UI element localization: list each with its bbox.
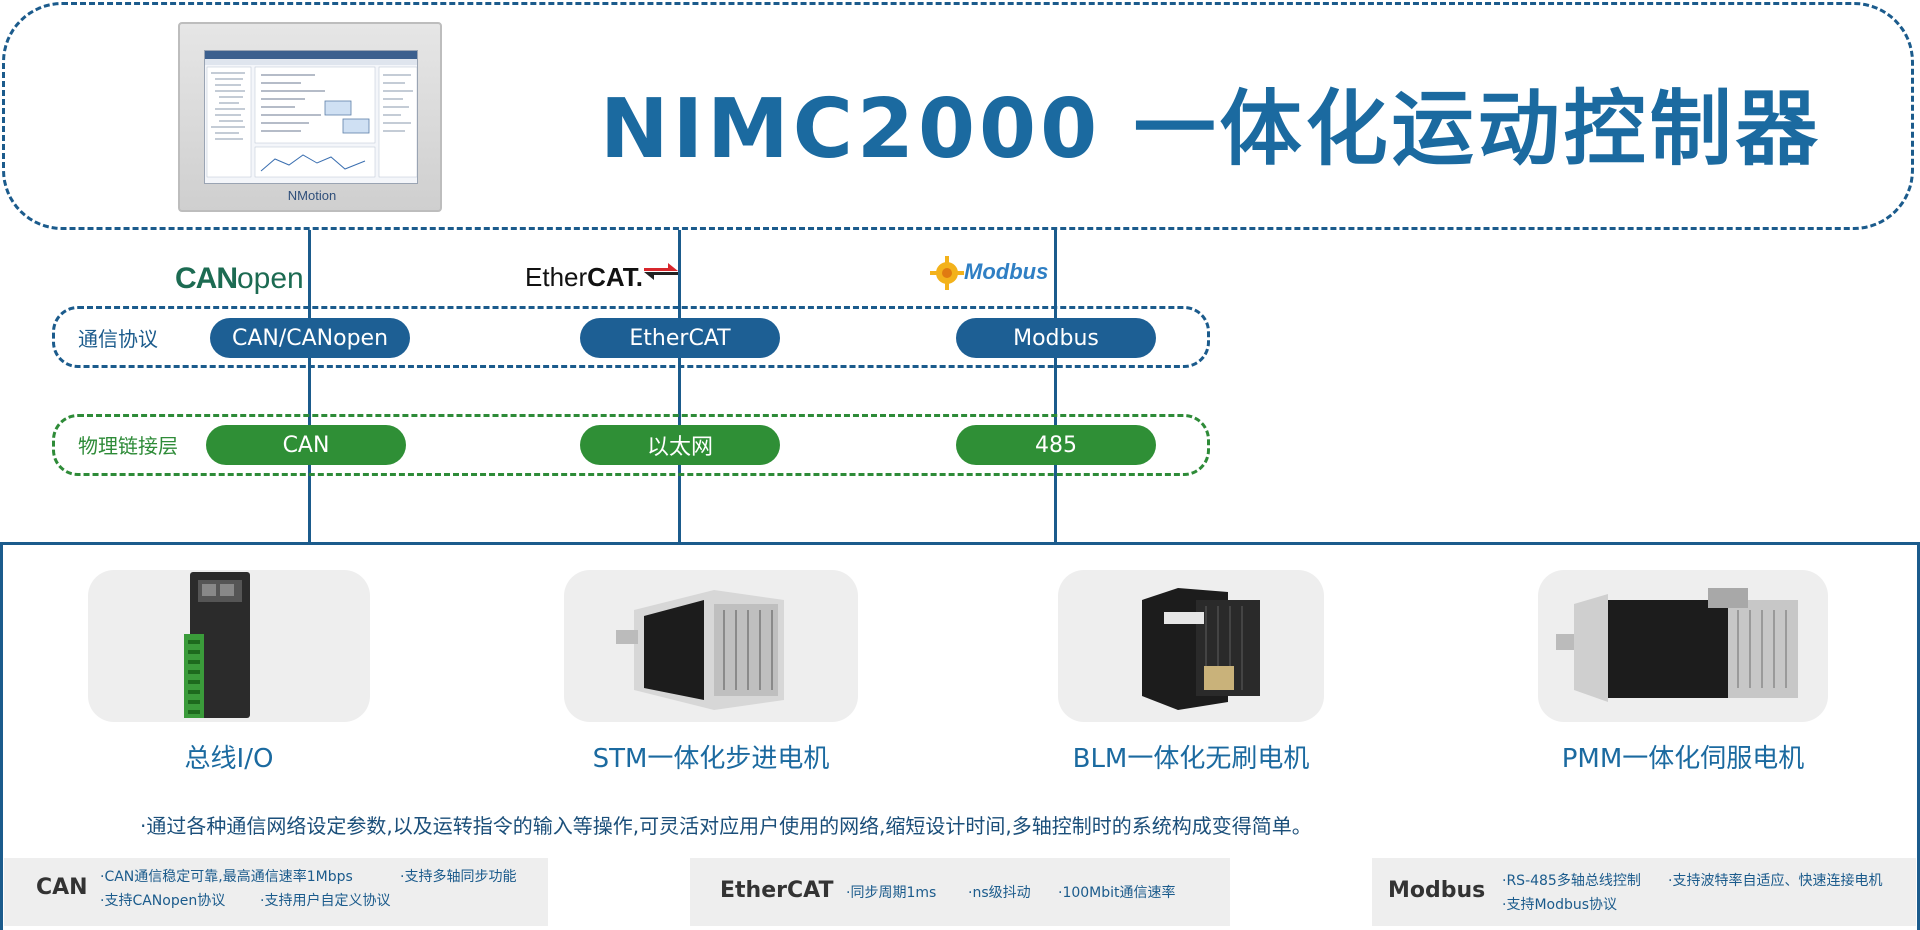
feature-item-modbus-2: ·支持波特率自适应、快速连接电机 [1668,873,1883,889]
feature-item-ethercat-3: ·100Mbit通信速率 [1058,885,1176,901]
protocol-pill-ethercat: EtherCAT [580,318,780,358]
physical-row-label: 物理链接层 [78,434,178,458]
protocol-pill-modbus: Modbus [956,318,1156,358]
feature-item-ethercat-1: ·同步周期1ms [846,885,937,901]
canopen-logo-rest: open [237,262,304,295]
feature-item-can-4: ·支持用户自定义协议 [260,893,391,909]
feature-item-modbus-1: ·RS-485多轴总线控制 [1502,873,1641,889]
modbus-gear-icon [930,256,964,290]
feature-title-ethercat: EtherCAT [720,878,834,903]
devices-container [0,542,1920,930]
protocol-row-label: 通信协议 [78,327,158,351]
bus-io-module-icon [184,572,250,718]
modbus-logo: Modbus [930,256,1048,290]
device-card-bus-io [88,570,370,722]
page-title: NIMC2000 一体化运动控制器 [600,82,1822,177]
feature-item-can-3: ·支持CANopen协议 [100,893,226,909]
monitor-brand-label: NMotion [287,188,337,203]
physical-pill-485: 485 [956,425,1156,465]
feature-item-ethercat-2: ·ns级抖动 [968,885,1031,901]
feature-item-modbus-3: ·支持Modbus协议 [1502,897,1618,913]
protocol-row [52,306,1210,368]
feature-item-can-1: ·CAN通信稳定可靠,最高通信速率1Mbps [100,869,353,885]
controller-monitor-image: NMotion [178,22,442,212]
feature-title-can: CAN [36,875,88,900]
software-screenshot-icon [205,51,417,178]
physical-row [52,414,1210,476]
device-card-pmm [1538,570,1828,722]
feature-title-modbus: Modbus [1388,878,1486,903]
feature-box-modbus: Modbus ·RS-485多轴总线控制 ·支持波特率自适应、快速连接电机 ·支… [1372,858,1916,926]
device-name-pmm: PMM一体化伺服电机 [1561,744,1805,774]
ethercat-logo-plain: Ether [525,262,588,292]
monitor-screen [204,50,418,184]
ethercat-logo-bold: CAT. [587,262,644,292]
protocol-pill-canopen: CAN/CANopen [210,318,410,358]
ethercat-logo: EtherCAT. [525,262,679,293]
physical-pill-can: CAN [206,425,406,465]
description-text: ·通过各种通信网络设定参数,以及运转指令的输入等操作,可灵活对应用户使用的网络,… [140,814,1312,838]
controller-container [2,2,1914,230]
device-name-stm: STM一体化步进电机 [592,744,830,774]
canopen-logo: CANopen [175,262,304,296]
device-card-stm [564,570,858,722]
servo-motor-icon [1556,588,1798,702]
device-name-blm: BLM一体化无刷电机 [1072,744,1310,774]
feature-box-ethercat: EtherCAT ·同步周期1ms ·ns级抖动 ·100Mbit通信速率 [690,858,1230,926]
modbus-logo-text: Modbus [964,258,1049,284]
connector-line-ethercat [678,230,681,542]
physical-pill-ethernet: 以太网 [580,425,780,465]
stepper-motor-icon [616,590,784,710]
feature-box-can: CAN ·CAN通信稳定可靠,最高通信速率1Mbps ·支持多轴同步功能 ·支持… [4,858,548,926]
connector-line-modbus [1054,230,1057,542]
device-card-blm [1058,570,1324,722]
ethercat-arrow-icon [644,263,679,280]
device-name-bus-io: 总线I/O [184,744,274,774]
canopen-logo-bold: CAN [175,262,238,295]
brushless-motor-icon [1142,588,1260,710]
connector-line-can [308,230,311,542]
feature-item-can-2: ·支持多轴同步功能 [400,869,517,885]
